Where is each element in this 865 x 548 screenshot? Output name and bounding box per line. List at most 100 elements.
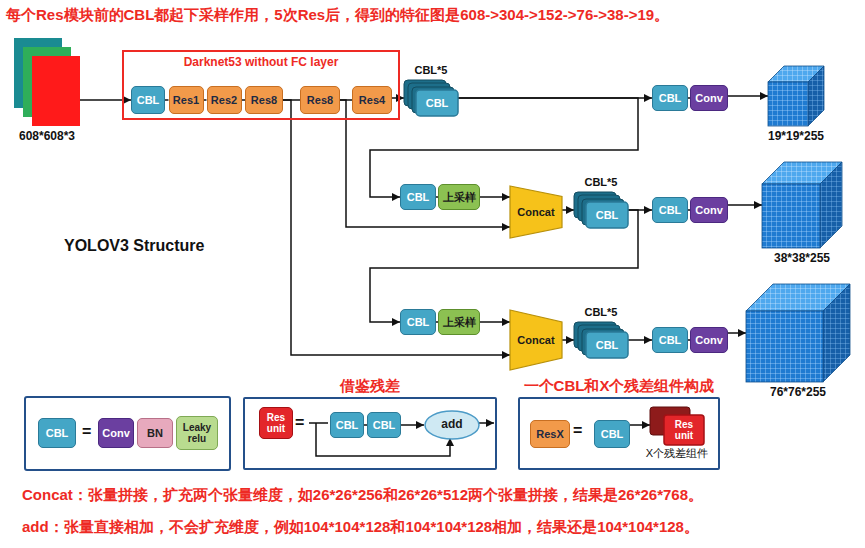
block-label: CBL	[601, 428, 624, 440]
cbl-block: CBL	[330, 412, 364, 438]
block-label: CBL	[596, 339, 619, 351]
text-slot: CBL	[132, 87, 164, 113]
res-block: Res4	[352, 86, 392, 114]
text-slot: Leaky relu	[177, 417, 217, 449]
connector	[480, 196, 510, 198]
stack-count: CBL*5	[414, 64, 447, 76]
image-layer	[32, 56, 80, 126]
cube-shape	[762, 162, 842, 248]
res-block: Res8	[300, 86, 340, 114]
activation-block: Leaky relu	[176, 416, 218, 450]
text-slot: add	[424, 410, 480, 440]
dimension-label: 608*608*3	[19, 130, 75, 143]
conv-block: Conv	[690, 327, 728, 353]
block-label: CBL	[407, 316, 430, 328]
cbl-block: CBL	[400, 184, 436, 210]
cbl-block: CBL	[652, 327, 688, 353]
block-label: Res2	[211, 94, 237, 106]
equals-sign: =	[573, 421, 582, 440]
text-slot: Res4	[353, 87, 391, 113]
res-block: Res8	[245, 86, 283, 114]
connector	[728, 332, 746, 334]
cube-face	[823, 284, 850, 382]
upsample-block: 上采样	[438, 184, 480, 210]
block-label: Conv	[102, 427, 130, 439]
block-label: CBL	[659, 204, 682, 216]
connector	[630, 424, 650, 426]
dimension-label: 19*19*255	[768, 130, 824, 143]
connector	[728, 204, 762, 206]
block-label: Res4	[359, 94, 385, 106]
block-label: CBL	[426, 97, 449, 109]
text-slot: 借鉴残差	[205, 377, 535, 395]
text-slot: Concat	[510, 186, 562, 238]
legend-panel: 一个CBL和X个残差组件构成ResXCBLRes unitX个残差组件	[518, 397, 720, 470]
cbl-block: CBL	[652, 85, 688, 111]
cbl-block: CBL	[594, 420, 630, 448]
connector	[283, 100, 510, 355]
text-slot: Conv	[691, 86, 727, 110]
block-label: CBL	[407, 191, 430, 203]
block-label: Res unit	[665, 419, 703, 441]
connector	[562, 339, 574, 341]
concat-trapezoid	[510, 186, 562, 238]
cbl-block: CBL	[38, 418, 76, 448]
text-slot: X个残差组件	[620, 446, 734, 460]
concat-trapezoid	[510, 310, 562, 370]
add-ellipse-shape	[425, 411, 479, 439]
connector	[628, 339, 652, 341]
stack-front	[416, 90, 458, 116]
output-tensor: 19*19*255	[768, 66, 824, 126]
note: add：张量直接相加，不会扩充维度，例如104*104*128和104*104*…	[22, 518, 699, 536]
text-slot: Res unit	[664, 415, 704, 445]
connector	[401, 424, 424, 426]
text-slot: 19*19*255	[738, 129, 854, 145]
text-slot: CBL*5	[394, 62, 468, 78]
block-label: Conv	[695, 334, 723, 346]
res-unit-block: Res unit	[259, 407, 293, 439]
bn-block: BN	[137, 418, 173, 448]
text-slot: Res1	[170, 87, 203, 113]
cbl-stack: CBL*5CBL	[404, 80, 458, 116]
output-tensor: 38*38*255	[762, 162, 842, 248]
input-image: 608*608*3	[14, 38, 80, 126]
block-label: CBL	[46, 427, 69, 439]
res-block: ResX	[530, 420, 570, 448]
cbl-block: CBL	[400, 309, 436, 335]
text-slot: Conv	[99, 419, 133, 447]
block-label: CBL	[373, 419, 396, 431]
text-slot: BN	[138, 419, 172, 447]
res-block: Res1	[169, 86, 204, 114]
equals-sign: =	[82, 422, 91, 441]
cbl-stack: CBL*5CBL	[574, 192, 628, 228]
text-slot: CBL	[416, 90, 458, 116]
text-slot: CBL	[653, 86, 687, 110]
text-slot: CBL	[653, 198, 687, 222]
block-label: Res8	[307, 94, 333, 106]
text-slot: CBL*5	[564, 174, 638, 190]
res-block: Res2	[207, 86, 242, 114]
conv-block: Conv	[690, 197, 728, 223]
connector	[392, 97, 404, 99]
text-slot: CBL	[586, 332, 628, 358]
text-slot: Res8	[301, 87, 339, 113]
text-slot: Conv	[691, 198, 727, 222]
block-label: Conv	[695, 92, 723, 104]
text-slot: CBL	[653, 328, 687, 352]
block-label: CBL	[659, 92, 682, 104]
block-label: 上采样	[443, 191, 476, 203]
connector	[370, 98, 638, 197]
stack-count: CBL*5	[584, 306, 617, 318]
block-label: Leaky relu	[178, 422, 216, 444]
legend-panel: 借鉴残差Res unitCBLCBLadd	[243, 397, 497, 470]
text-slot: CBL	[368, 413, 400, 437]
text-slot: 76*76*255	[716, 385, 865, 401]
text-slot: Concat	[510, 310, 562, 370]
text-slot: Darknet53 without FC layer	[124, 55, 398, 71]
stack-front	[664, 415, 704, 445]
text-slot: CBL	[39, 419, 75, 447]
text-slot: Res unit	[260, 408, 292, 438]
block-label: Conv	[695, 204, 723, 216]
connector	[562, 209, 574, 211]
output-tensor: 76*76*255	[746, 284, 850, 382]
